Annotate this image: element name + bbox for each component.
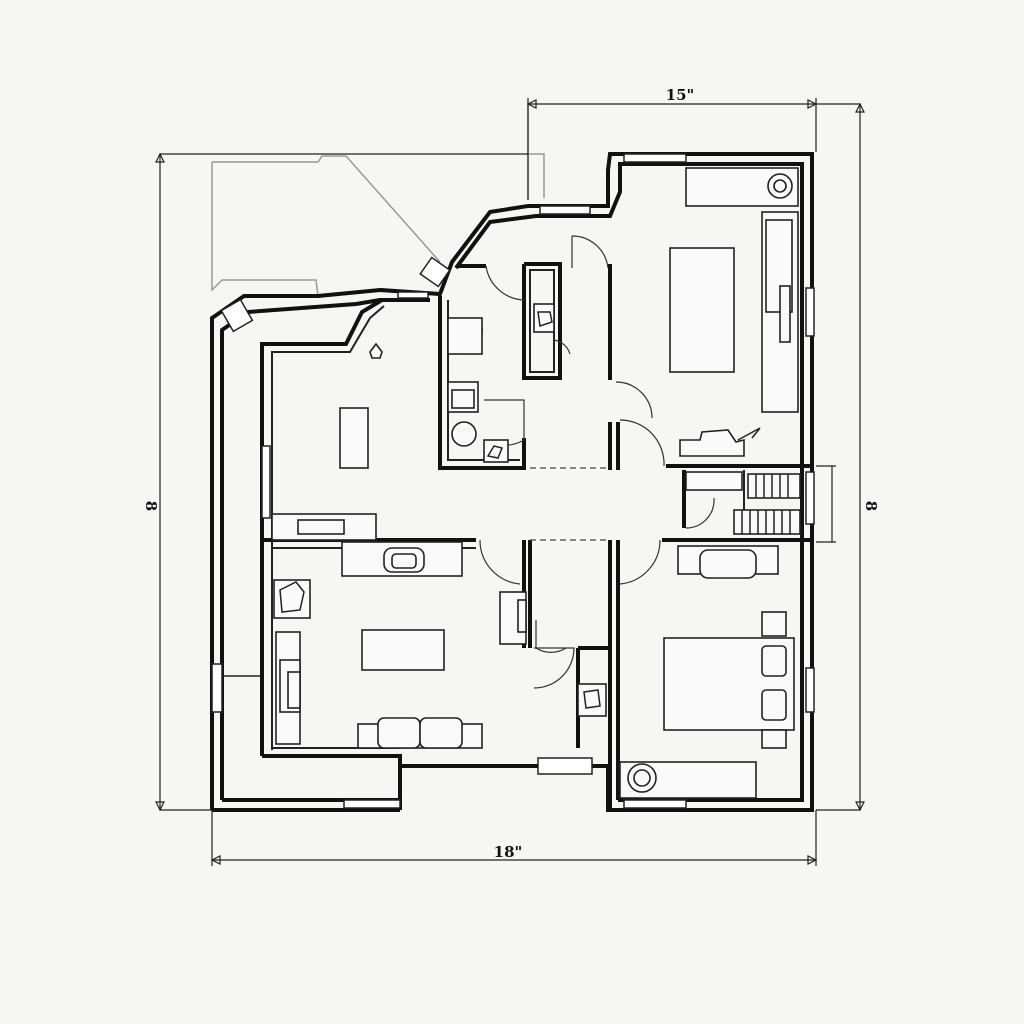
toilet-icon [533, 303, 555, 333]
dimension-lines [155, 98, 865, 866]
toilet-bowl-icon [451, 421, 477, 447]
fridge [369, 342, 383, 359]
pillow [761, 645, 787, 677]
chair-icon [679, 429, 745, 457]
armchair [273, 579, 311, 619]
island [339, 407, 369, 469]
dimension-top-label: 15" [666, 86, 695, 104]
dimension-left-label: 8 [142, 501, 160, 511]
coffee-table [361, 629, 445, 671]
washer [577, 683, 607, 717]
table [669, 247, 735, 373]
stairs [685, 471, 801, 535]
dimension-bottom-label: 18" [494, 843, 523, 861]
bathtub [447, 317, 483, 355]
furniture [222, 167, 801, 799]
windows [211, 153, 815, 809]
exterior-ghost-outline [211, 104, 545, 297]
pillow [761, 689, 787, 721]
dimension-right-label: 8 [862, 501, 880, 511]
